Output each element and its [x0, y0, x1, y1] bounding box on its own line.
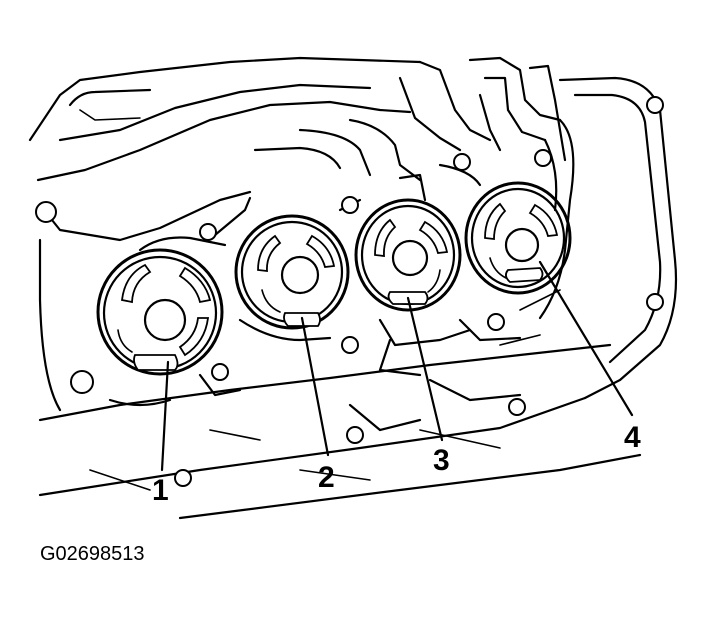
component-2: [234, 214, 350, 330]
bolt-holes: [35, 96, 664, 487]
component-4: [464, 181, 572, 295]
callout-labels: 1 2 3 4: [152, 421, 641, 507]
leader-line-4: [538, 260, 634, 417]
figure-id: G02698513: [40, 543, 145, 565]
callout-2: 2: [318, 461, 335, 494]
leader-line-2: [300, 316, 330, 457]
component-3: [354, 198, 462, 312]
leader-line-1: [160, 360, 170, 472]
callout-3: 3: [433, 444, 450, 477]
callout-1: 1: [152, 474, 169, 507]
leader-lines: [160, 260, 634, 472]
callout-4: 4: [624, 421, 641, 454]
leader-line-3: [406, 296, 444, 442]
component-1: [96, 248, 224, 376]
